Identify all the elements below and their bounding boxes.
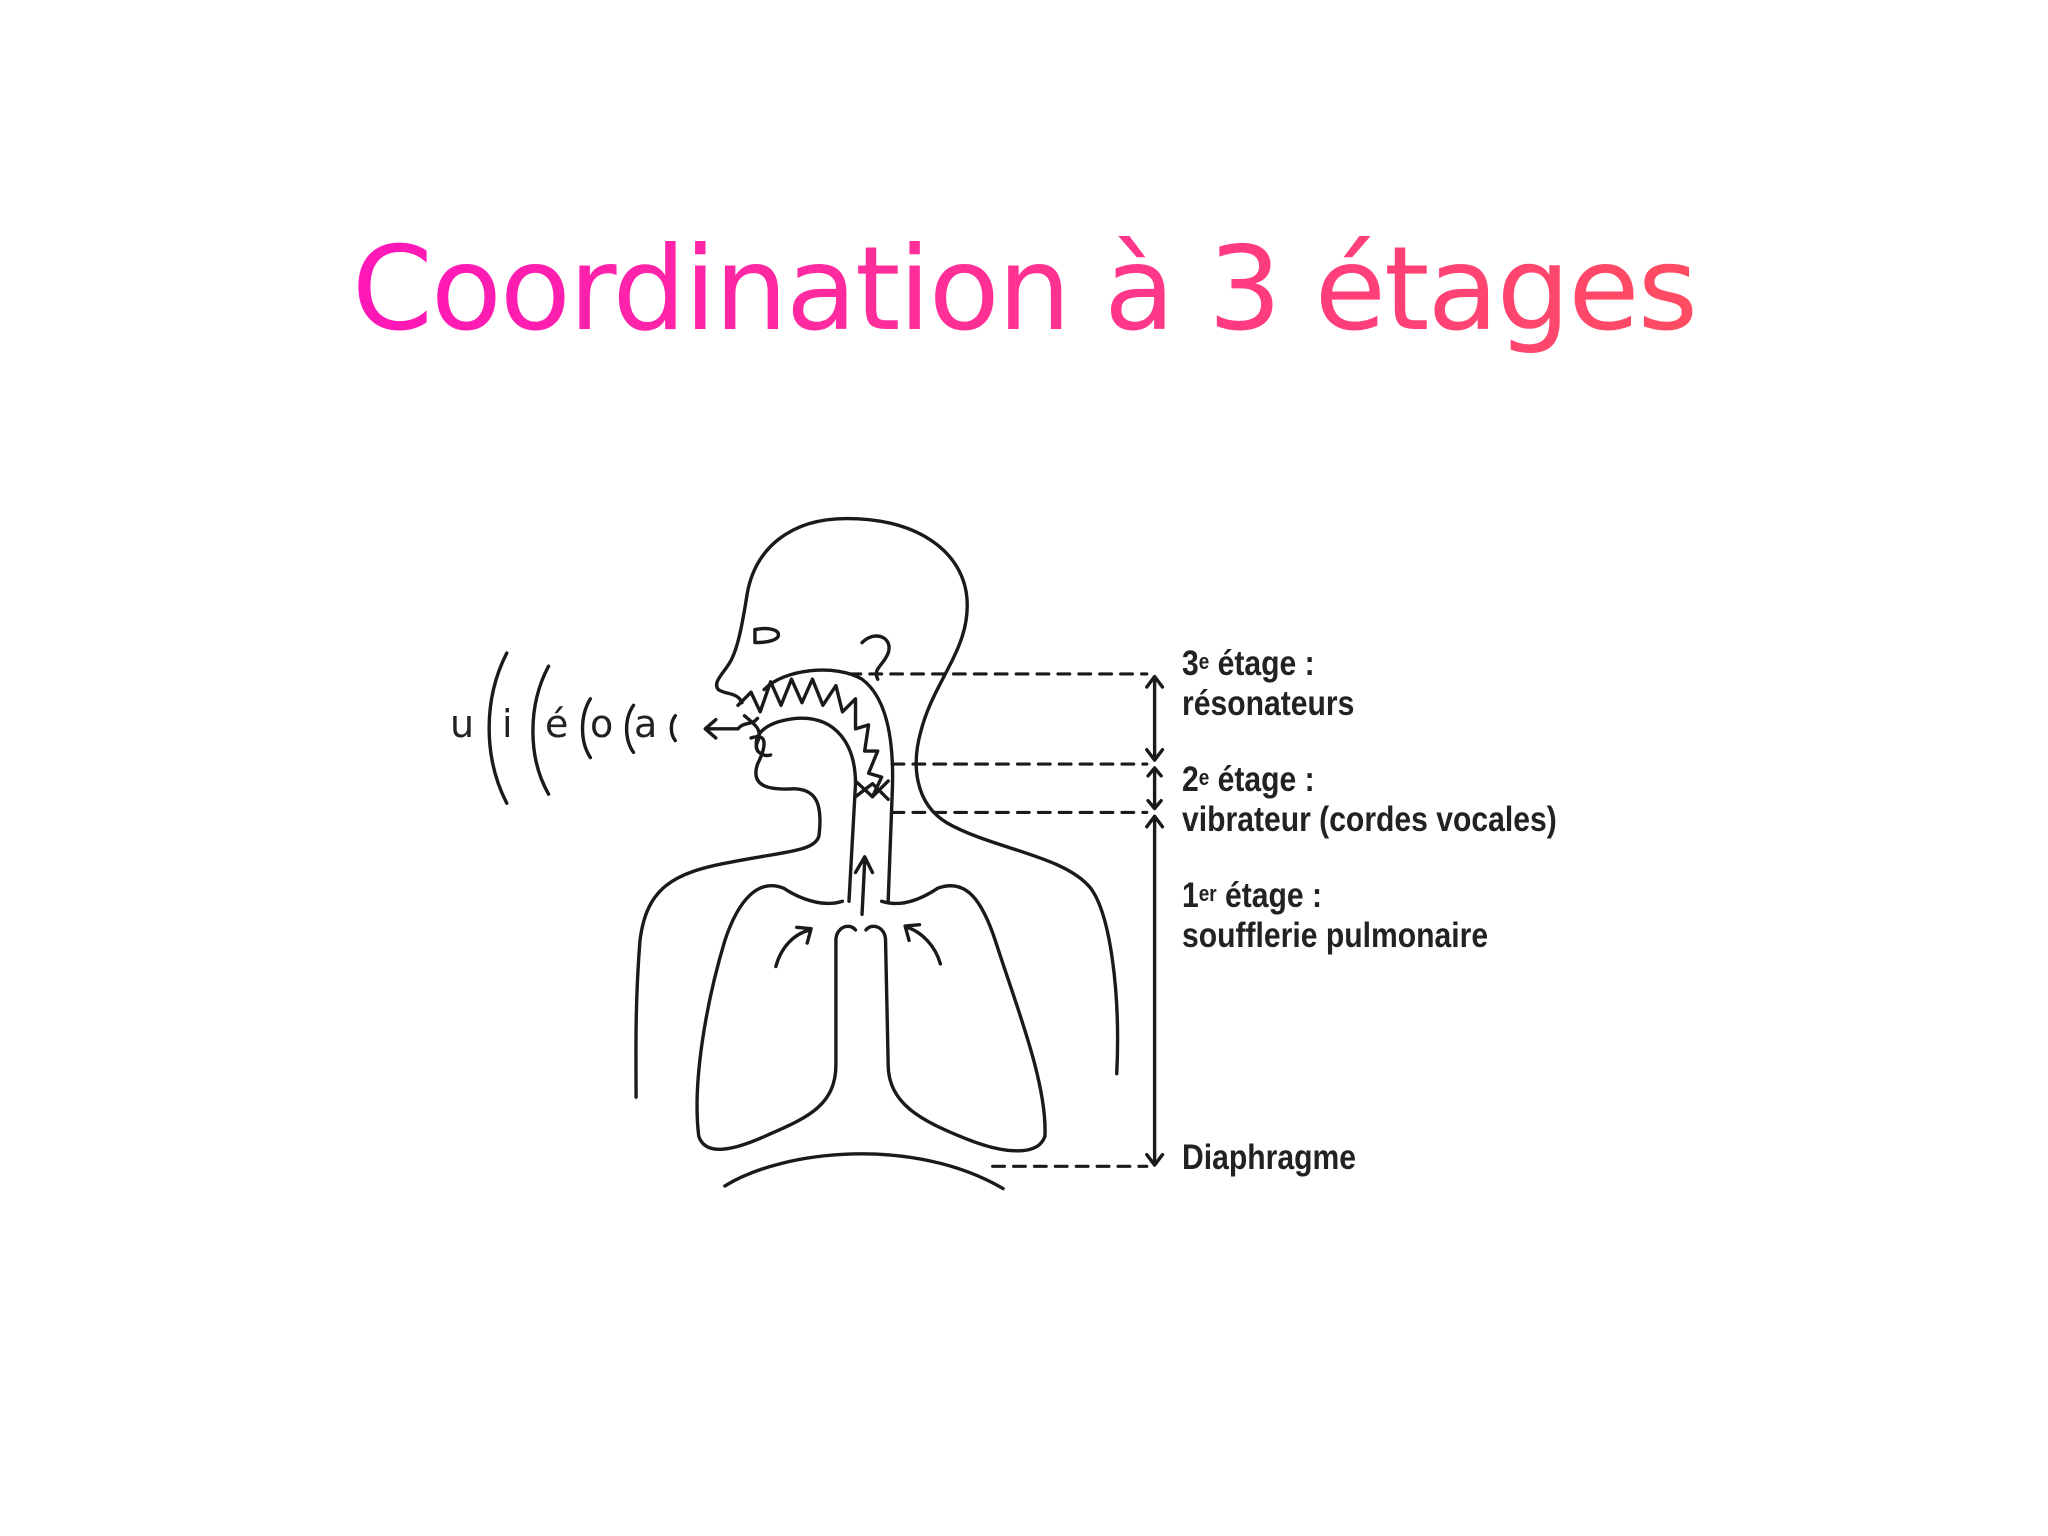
vowel-label: o [590, 702, 614, 746]
slide-title: Coordination à 3 étages [0, 222, 2048, 357]
level-2-label: 2e étage : vibrateur (cordes vocales) [1182, 760, 1557, 839]
palate-tongue [754, 716, 858, 903]
trachea-airflow-arrow-icon [853, 855, 875, 916]
sound-wave [531, 664, 551, 796]
sound-wave [487, 651, 509, 805]
vowel-label: i [502, 702, 513, 746]
body-outline-front [634, 735, 822, 1099]
body-outline-back [715, 516, 1120, 1076]
left-lung-arrow-icon [774, 925, 813, 969]
eye-icon [753, 626, 781, 645]
sound-wave [580, 697, 593, 760]
level-1-label: 1er étage : soufflerie pulmonaire [1182, 876, 1489, 955]
right-lung-arrow-icon [903, 923, 943, 966]
level-3-label: 3e étage : résonateurs [1182, 644, 1355, 723]
diaphragm-label: Diaphragme [1182, 1138, 1356, 1177]
air-out-arrow-icon [703, 716, 760, 740]
vocal-tract-upper [736, 677, 884, 799]
level-1-range-arrow [1145, 814, 1165, 1167]
diaphragm-arc [723, 1152, 1005, 1191]
right-lung [864, 884, 1047, 1153]
level-1-description: soufflerie pulmonaire [1182, 916, 1489, 955]
vocal-cords-icon [853, 779, 890, 802]
level-3-description: résonateurs [1182, 684, 1355, 723]
vowel-label: u [450, 702, 475, 746]
sound-wave [624, 703, 636, 755]
ear-icon [860, 634, 891, 681]
vowel-label: a [634, 702, 658, 746]
level-3-range-arrow [1145, 674, 1165, 762]
level-2-description: vibrateur (cordes vocales) [1182, 800, 1557, 839]
vowel-label: é [545, 702, 569, 746]
sound-wave [669, 714, 677, 743]
left-lung [695, 884, 858, 1151]
level-2-range-arrow [1146, 766, 1163, 811]
